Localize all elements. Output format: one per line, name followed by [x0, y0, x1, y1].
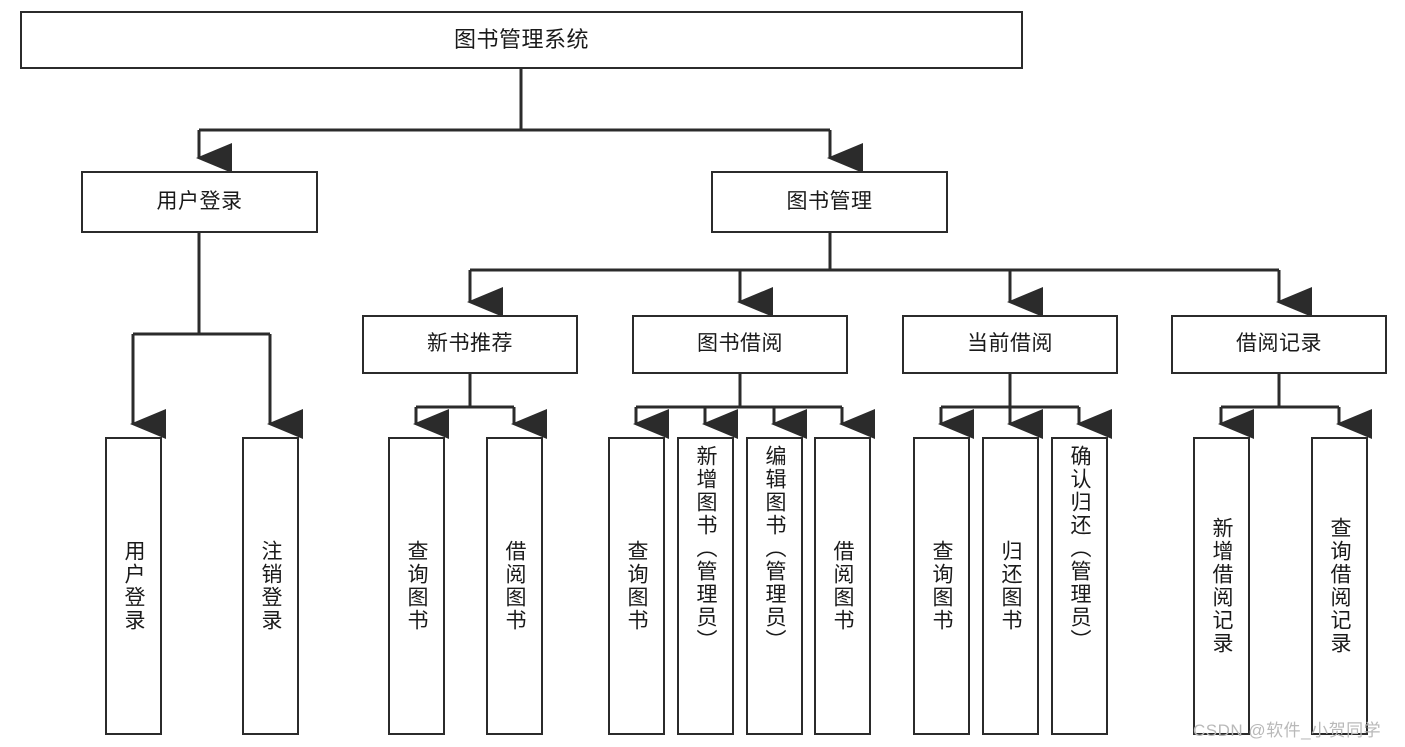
node-user-login[interactable]: 用户登录	[81, 171, 318, 233]
leaf-query-book-3-label: 查询图书	[930, 540, 953, 632]
leaf-confirm-return-label: 确认归还（管理员）	[1068, 445, 1091, 652]
node-book-borrow[interactable]: 图书借阅	[632, 315, 848, 374]
node-book-borrow-label: 图书借阅	[697, 332, 783, 356]
leaf-add-borrow-record-label: 新增借阅记录	[1210, 517, 1233, 655]
node-borrow-record-label: 借阅记录	[1236, 332, 1322, 356]
node-root[interactable]: 图书管理系统	[20, 11, 1023, 69]
node-book-management-label: 图书管理	[786, 189, 873, 213]
leaf-user-login-label: 用户登录	[122, 540, 145, 632]
node-root-label: 图书管理系统	[453, 27, 589, 53]
leaf-query-book-1[interactable]: 查询图书	[388, 437, 445, 735]
node-new-book-recommend-label: 新书推荐	[427, 332, 513, 356]
node-borrow-record[interactable]: 借阅记录	[1171, 315, 1387, 374]
leaf-logout-login[interactable]: 注销登录	[242, 437, 299, 735]
leaf-add-book-label: 新增图书（管理员）	[694, 445, 717, 652]
node-book-management[interactable]: 图书管理	[711, 171, 948, 233]
leaf-query-book-3[interactable]: 查询图书	[913, 437, 970, 735]
node-current-borrow-label: 当前借阅	[967, 332, 1053, 356]
watermark: CSDN @软件_小贺同学	[1193, 721, 1382, 740]
leaf-borrow-book-2[interactable]: 借阅图书	[814, 437, 871, 735]
leaf-return-book-label: 归还图书	[999, 540, 1022, 632]
leaf-add-borrow-record[interactable]: 新增借阅记录	[1193, 437, 1250, 735]
node-new-book-recommend[interactable]: 新书推荐	[362, 315, 578, 374]
leaf-add-book[interactable]: 新增图书（管理员）	[677, 437, 734, 735]
leaf-confirm-return[interactable]: 确认归还（管理员）	[1051, 437, 1108, 735]
node-user-login-label: 用户登录	[156, 189, 243, 213]
leaf-logout-login-label: 注销登录	[259, 540, 282, 632]
leaf-borrow-book-1-label: 借阅图书	[503, 540, 526, 632]
leaf-query-book-1-label: 查询图书	[405, 540, 428, 632]
leaf-borrow-book-1[interactable]: 借阅图书	[486, 437, 543, 735]
leaf-borrow-book-2-label: 借阅图书	[831, 540, 854, 632]
leaf-edit-book-label: 编辑图书（管理员）	[763, 445, 786, 652]
leaf-query-book-2-label: 查询图书	[625, 540, 648, 632]
leaf-user-login[interactable]: 用户登录	[105, 437, 162, 735]
leaf-return-book[interactable]: 归还图书	[982, 437, 1039, 735]
leaf-edit-book[interactable]: 编辑图书（管理员）	[746, 437, 803, 735]
node-current-borrow[interactable]: 当前借阅	[902, 315, 1118, 374]
leaf-query-borrow-record[interactable]: 查询借阅记录	[1311, 437, 1368, 735]
leaf-query-book-2[interactable]: 查询图书	[608, 437, 665, 735]
leaf-query-borrow-record-label: 查询借阅记录	[1328, 517, 1351, 655]
